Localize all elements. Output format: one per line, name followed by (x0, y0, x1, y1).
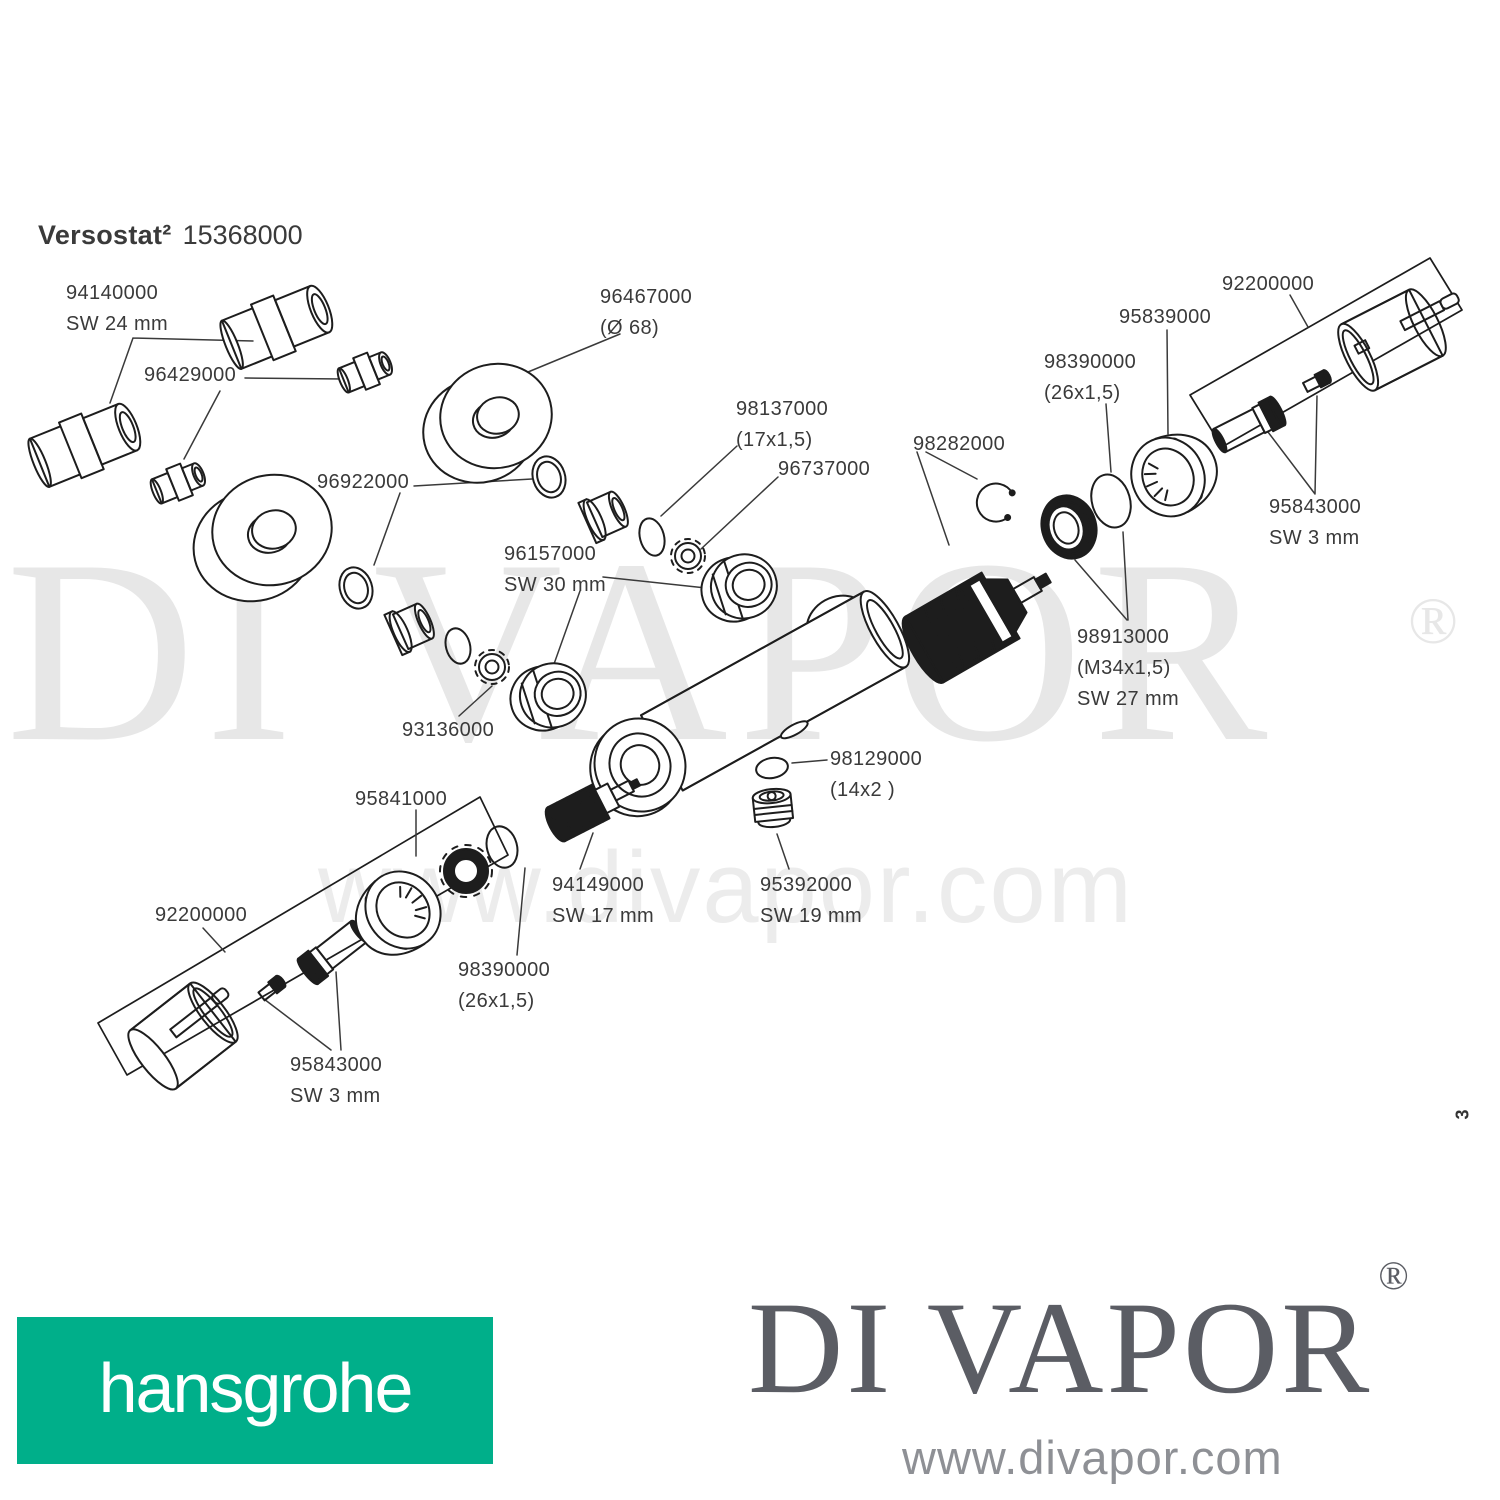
part-label-93136000: 93136000 (402, 719, 495, 741)
cartridge-94149000 (544, 778, 641, 843)
toothed-adapter-ring (439, 844, 493, 898)
part-label-92200000-right: 92200000 (1222, 273, 1315, 295)
diagram-title: Versostat² 15368000 (38, 220, 303, 251)
o-ring-lower-set (444, 627, 472, 665)
divapor-wordmark-text: DI VAPOR (748, 1274, 1373, 1421)
part-label-98913000: 98913000 (M34x1,5) SW 27 mm (1077, 626, 1180, 710)
part-label-96737000: 96737000 (778, 458, 871, 480)
union-nut-upper (700, 553, 778, 623)
valve-body (589, 590, 911, 818)
part-label-98390000-right: 98390000 (26x1,5) (1044, 351, 1137, 404)
part-label-95392000: 95392000 SW 19 mm (760, 874, 863, 927)
spline-cap-95839000 (1130, 433, 1218, 518)
divapor-wordmark: DI VAPOR® (748, 1256, 1409, 1414)
handle-cup-right (1337, 288, 1460, 392)
threaded-bushing-upper (577, 490, 629, 545)
handle-assembly-box-right (1189, 257, 1463, 448)
part-label-96467000: 96467000 (Ø 68) (600, 286, 693, 339)
aerator-95392000 (751, 787, 795, 829)
escutcheon-upper (422, 362, 553, 484)
union-spacer-upper (336, 351, 394, 394)
strainer-filter-lower (338, 566, 374, 610)
part-label-98137000: 98137000 (17x1,5) (736, 398, 829, 451)
knurled-spindle-right (1211, 395, 1287, 454)
part-label-98129000: 98129000 (14x2 ) (830, 748, 923, 801)
handle-assembly-box-left (97, 796, 509, 1076)
part-label-96429000: 96429000 (144, 364, 237, 386)
divapor-url: www.divapor.com (902, 1431, 1283, 1484)
part-label-98390000-left: 98390000 (26x1,5) (458, 959, 551, 1012)
part-label-94149000: 94149000 SW 17 mm (552, 874, 655, 927)
strainer-filter-upper (531, 455, 567, 499)
o-ring-17x15 (638, 517, 666, 557)
part-label-96922000: 96922000 (317, 471, 410, 493)
part-label-95843000-left: 95843000 SW 3 mm (290, 1054, 383, 1107)
part-label-98282000: 98282000 (913, 433, 1006, 455)
product-code: 15368000 (182, 220, 303, 250)
registered-trademark-icon: ® (1378, 1253, 1409, 1298)
union-nut-lower (509, 662, 587, 732)
check-valve-insert-93136000 (474, 649, 510, 685)
hansgrohe-logo: hansgrohe (17, 1317, 493, 1464)
o-ring-26x15-right (1090, 473, 1132, 529)
ring-nut-98913000 (1040, 494, 1098, 560)
product-name: Versostat² (38, 220, 172, 250)
threaded-adapter-lower (27, 402, 142, 488)
leader-lines (109, 294, 1318, 1051)
union-spacer-lower (149, 462, 207, 505)
part-label-92200000-left: 92200000 (155, 904, 248, 926)
spline-cap-95841000 (355, 870, 442, 956)
page-number: 3 (1452, 1109, 1473, 1120)
part-label-96157000: 96157000 SW 30 mm (504, 543, 607, 596)
hansgrohe-logo-text: hansgrohe (98, 1348, 414, 1427)
part-label-94140000: 94140000 SW 24 mm (66, 282, 169, 335)
escutcheon-lower (192, 473, 333, 603)
retaining-clip (975, 482, 1016, 523)
threaded-adapter-upper (219, 284, 334, 370)
threaded-bushing-lower (383, 602, 435, 657)
part-label-95843000-right: 95843000 SW 3 mm (1269, 496, 1362, 549)
o-ring-14x2 (755, 756, 789, 780)
grub-screw-right (1302, 369, 1332, 393)
handle-cup-left (127, 981, 239, 1091)
part-label-95841000: 95841000 (355, 788, 448, 810)
check-valve-insert-96737000 (670, 538, 706, 574)
part-label-95839000: 95839000 (1119, 306, 1212, 328)
thermostat-cartridge-98282000 (901, 571, 1052, 684)
o-ring-26x15-left (485, 825, 519, 869)
grub-screw-left (257, 974, 287, 1002)
watermark-registered-icon: ® (1408, 585, 1459, 658)
